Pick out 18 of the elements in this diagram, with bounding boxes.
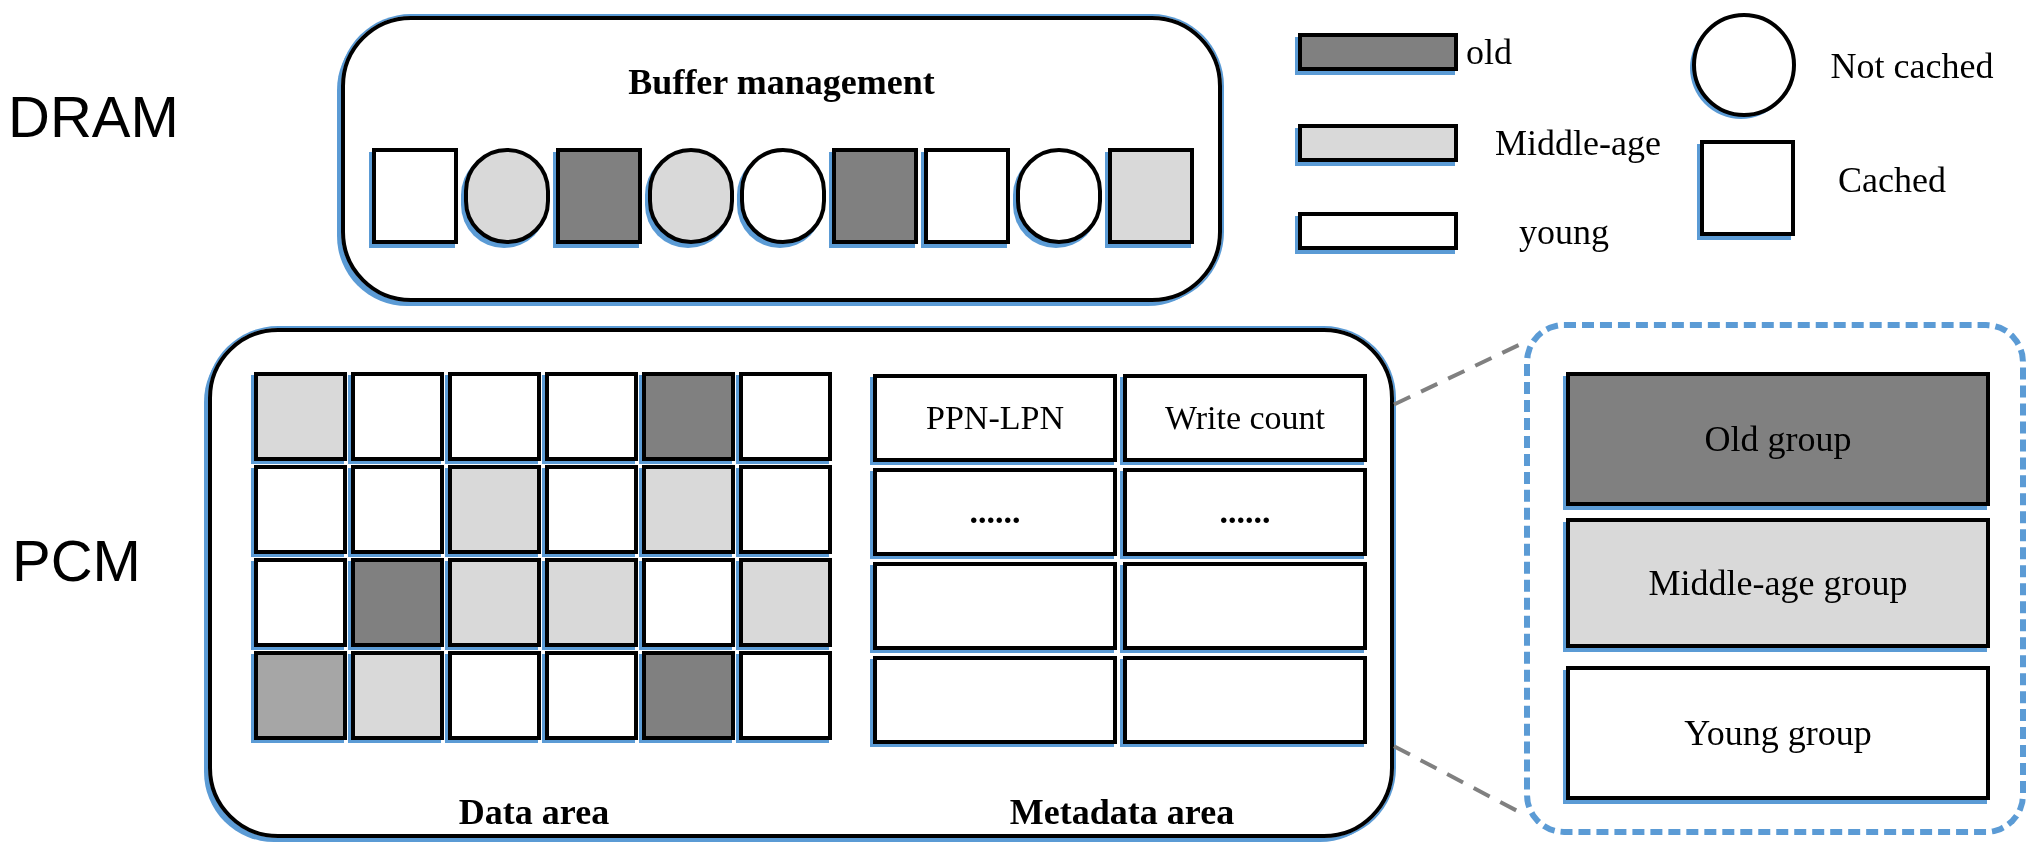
legend-label: young [1519, 214, 1609, 250]
group-panel [1524, 322, 2026, 835]
column-header: PPN-LPN [926, 401, 1064, 435]
area-title: Metadata area [1009, 794, 1235, 830]
panel-title: Buffer management [627, 64, 936, 100]
ellipsis-text: ...... [969, 495, 1021, 529]
group-label: Young group [1684, 715, 1872, 751]
ellipsis-text: ...... [1219, 495, 1271, 529]
area-title: Data area [458, 794, 610, 830]
legend-label: Middle-age [1495, 125, 1661, 161]
memory-label: PCM [12, 532, 141, 590]
group-label: Old group [1704, 421, 1852, 457]
legend-label: old [1466, 34, 1512, 70]
group-label: Middle-age group [1648, 565, 1908, 601]
column-header: Write count [1164, 401, 1326, 435]
memory-label: DRAM [8, 88, 179, 146]
legend-label: Not cached [1830, 48, 1994, 84]
legend-label: Cached [1838, 162, 1946, 198]
